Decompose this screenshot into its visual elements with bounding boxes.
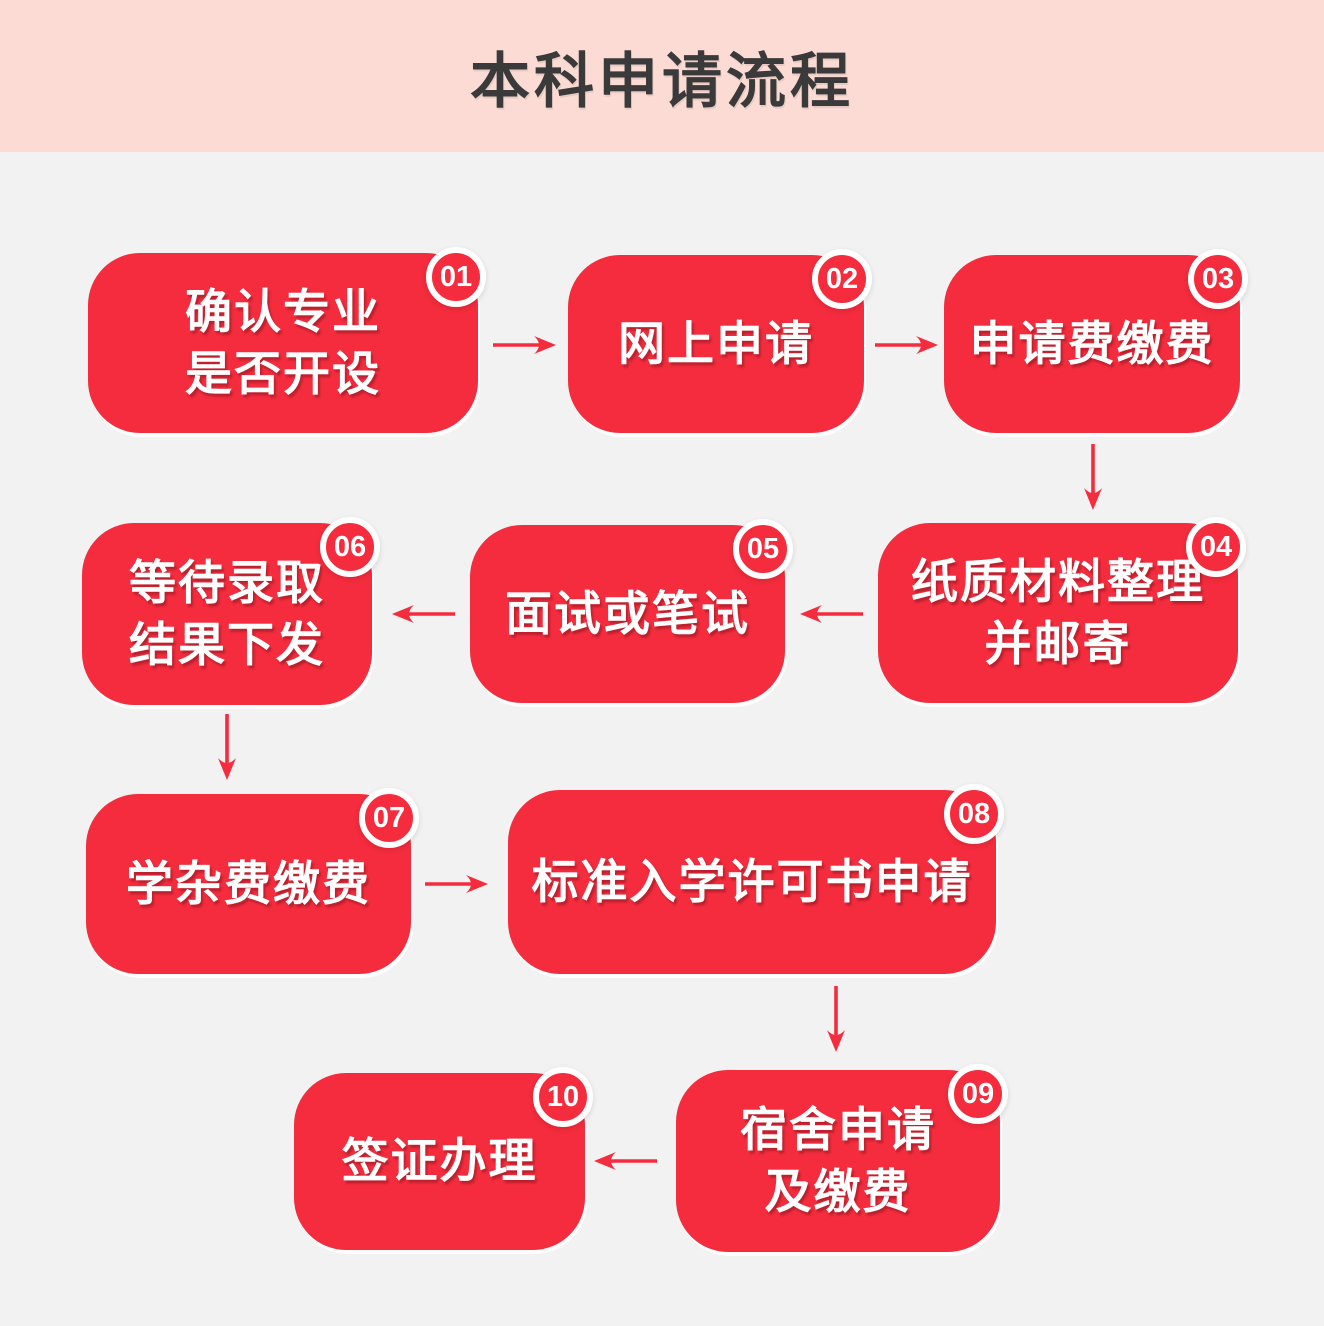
step-box-02: 02 网上申请 bbox=[568, 249, 872, 433]
step-label-07: 学杂费缴费 bbox=[126, 856, 371, 910]
arrow-down-icon-03-04 bbox=[1084, 444, 1102, 510]
step-box-01: 01 确认专业 是否开设 bbox=[88, 247, 486, 433]
arrow-left-icon-09-10 bbox=[594, 1152, 658, 1170]
page-title: 本科申请流程 bbox=[470, 47, 854, 115]
step-label-01: 确认专业 是否开设 bbox=[185, 284, 381, 400]
step-box-08: 08 标准入学许可书申请 bbox=[508, 784, 1004, 974]
arrow-right-icon-02-03 bbox=[874, 336, 938, 354]
step-label-04: 纸质材料整理 并邮寄 bbox=[911, 554, 1205, 670]
step-badge-02: 02 bbox=[812, 249, 872, 309]
arrow-left-icon-05-06 bbox=[392, 605, 456, 623]
step-badge-04: 04 bbox=[1186, 517, 1246, 577]
page-header: 本科申请流程 bbox=[0, 0, 1324, 152]
step-badge-10: 10 bbox=[533, 1067, 593, 1127]
step-box-09: 09 宿舍申请 及缴费 bbox=[676, 1064, 1008, 1252]
step-label-10: 签证办理 bbox=[341, 1134, 538, 1188]
arrow-right-icon-07-08 bbox=[424, 875, 488, 893]
step-box-03: 03 申请费缴费 bbox=[944, 249, 1248, 433]
step-box-04: 04 纸质材料整理 并邮寄 bbox=[878, 517, 1246, 703]
step-box-10: 10 签证办理 bbox=[294, 1067, 593, 1250]
step-label-06: 等待录取 结果下发 bbox=[129, 555, 325, 671]
step-badge-03: 03 bbox=[1188, 249, 1248, 309]
step-label-09: 宿舍申请 及缴费 bbox=[740, 1102, 936, 1218]
step-badge-09: 09 bbox=[948, 1064, 1008, 1124]
step-box-06: 06 等待录取 结果下发 bbox=[82, 517, 380, 705]
arrow-right-icon-01-02 bbox=[492, 336, 556, 354]
step-box-05: 05 面试或笔试 bbox=[470, 519, 793, 703]
step-label-03: 申请费缴费 bbox=[969, 316, 1215, 370]
step-badge-05: 05 bbox=[733, 519, 793, 579]
step-badge-08: 08 bbox=[944, 784, 1004, 844]
step-label-08: 标准入学许可书申请 bbox=[531, 854, 973, 908]
step-box-07: 07 学杂费缴费 bbox=[86, 788, 419, 974]
arrow-down-icon-06-07 bbox=[218, 714, 236, 780]
arrow-down-icon-08-09 bbox=[827, 986, 845, 1052]
step-label-02: 网上申请 bbox=[618, 316, 814, 370]
step-badge-07: 07 bbox=[359, 788, 419, 848]
step-badge-06: 06 bbox=[320, 517, 380, 577]
arrow-left-icon-04-05 bbox=[800, 605, 864, 623]
step-label-05: 面试或笔试 bbox=[505, 586, 750, 640]
step-badge-01: 01 bbox=[426, 247, 486, 307]
